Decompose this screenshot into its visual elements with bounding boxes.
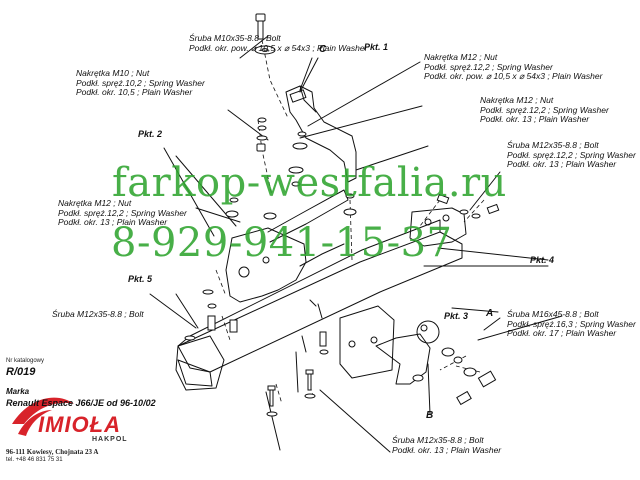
label-line: Podkł. spręż.12,2 ; Spring Washer	[58, 207, 187, 218]
label-line: Podkł. okr. 13 ; Plain Washer	[480, 114, 590, 124]
label-line: Nakrętka M12 ; Nut	[424, 52, 498, 62]
label-line: Podkł. spręż.12,2 ; Spring Washer	[480, 104, 609, 115]
upper-bracket	[285, 85, 357, 183]
letter-a: A	[486, 308, 494, 319]
watermark-phone: 8-929-941-15-37	[111, 220, 453, 266]
label-line: Śruba M12x35-8.8 ; Bolt	[507, 140, 599, 150]
vehicle-model: Renault Espace J66/JE od 96-10/02	[6, 398, 156, 408]
ball-mount-plate	[339, 305, 395, 379]
point-2: Pkt. 2	[138, 129, 163, 139]
bolt-m16-a	[477, 370, 497, 388]
label-line: Podkł. okr. 13 ; Plain Washer	[392, 444, 502, 455]
right-side-plate	[409, 207, 467, 247]
label-line: Nakrętka M10 ; Nut	[76, 68, 150, 78]
label-line: Podkł. okr. pow. ⌀ 10,5 x ⌀ 54x3 ; Plain…	[189, 42, 368, 53]
label-line: Podkł. spręż.10,2 ; Spring Washer	[76, 77, 205, 88]
imiola-logo-mark	[12, 397, 74, 436]
label-bolt-m12-left: Śruba M12x35-8.8 ; Bolt	[52, 309, 144, 320]
label-line: Nakrętka M12 ; Nut	[480, 95, 554, 105]
label-nut-m12-top: Nakrętka M12 ; Nut Podkł. spręż.12,2 ; S…	[424, 52, 603, 82]
watermark-site: farkop-westfalia.ru	[112, 160, 507, 206]
letter-c: C	[319, 44, 327, 55]
label-line: Podkł. okr. 17 ; Plain Washer	[507, 328, 617, 338]
label-bolt-m12-right: Śruba M12x35-8.8 ; Bolt Podkł. spręż.12,…	[507, 140, 636, 170]
brand-label: Marka	[6, 387, 30, 396]
logo-text: IMIOŁA	[38, 412, 121, 437]
label-line: Śruba M16x45-8.8 ; Bolt	[507, 309, 599, 319]
label-bolt-m10: Śruba M10x35-8.8 ; Bolt Podkł. okr. pow.…	[189, 33, 368, 53]
label-line: Podkł. spręż.16,3 ; Spring Washer	[507, 318, 636, 329]
bolt-m10-top	[255, 13, 266, 22]
point-3: Pkt. 3	[444, 311, 469, 321]
left-side-plate	[225, 227, 307, 303]
point-4: Pkt. 4	[530, 255, 555, 265]
label-line: Podkł. okr. 13 ; Plain Washer	[507, 159, 617, 169]
point-1: Pkt. 1	[364, 42, 389, 52]
label-line: Podkł. okr. 13 ; Plain Washer	[58, 217, 168, 227]
label-line: Śruba M10x35-8.8 ; Bolt	[189, 33, 281, 43]
label-line: Nakrętka M12 ; Nut	[58, 198, 132, 208]
left-tube-end	[175, 335, 225, 391]
label-bolt-m12-bottom: Śruba M12x35-8.8 ; Bolt Podkł. okr. 13 ;…	[392, 435, 502, 455]
label-line: Podkł. spręż.12,2 ; Spring Washer	[424, 61, 553, 72]
washer-m16-a	[441, 347, 455, 357]
label-line: Śruba M12x35-8.8 ; Bolt	[52, 309, 144, 319]
label-line: Podkł. okr. 10,5 ; Plain Washer	[76, 87, 193, 97]
main-crossbar	[177, 231, 463, 373]
tow-ball	[416, 320, 440, 344]
label-bolt-m16: Śruba M16x45-8.8 ; Bolt Podkł. spręż.16,…	[507, 309, 636, 339]
bolt-m12-bottom-left	[267, 385, 276, 391]
letter-b: B	[426, 410, 434, 421]
point-5: Pkt. 5	[128, 274, 153, 284]
label-nut-m12-right: Nakrętka M12 ; Nut Podkł. spręż.12,2 ; S…	[480, 95, 609, 125]
catalog-label: Nr katalogowy	[6, 358, 45, 364]
catalog-number: R/019	[6, 366, 36, 378]
label-line: Podkł. okr. pow. ⌀ 10,5 x ⌀ 54x3 ; Plain…	[424, 71, 603, 81]
address-line1: 96-111 Kowiesy, Chojnata 23 A	[6, 448, 99, 456]
logo-sub: HAKPOL	[92, 436, 128, 443]
label-nut-m12-left: Nakrętka M12 ; Nut Podkł. spręż.12,2 ; S…	[58, 198, 187, 228]
label-line: Podkł. spręż.12,2 ; Spring Washer	[507, 149, 636, 160]
address-line2: tel. +48 46 831 75 31	[6, 457, 63, 463]
label-nut-m10: Nakrętka M10 ; Nut Podkł. spręż.10,2 ; S…	[76, 68, 205, 98]
label-line: Śruba M12x35-8.8 ; Bolt	[392, 435, 484, 445]
